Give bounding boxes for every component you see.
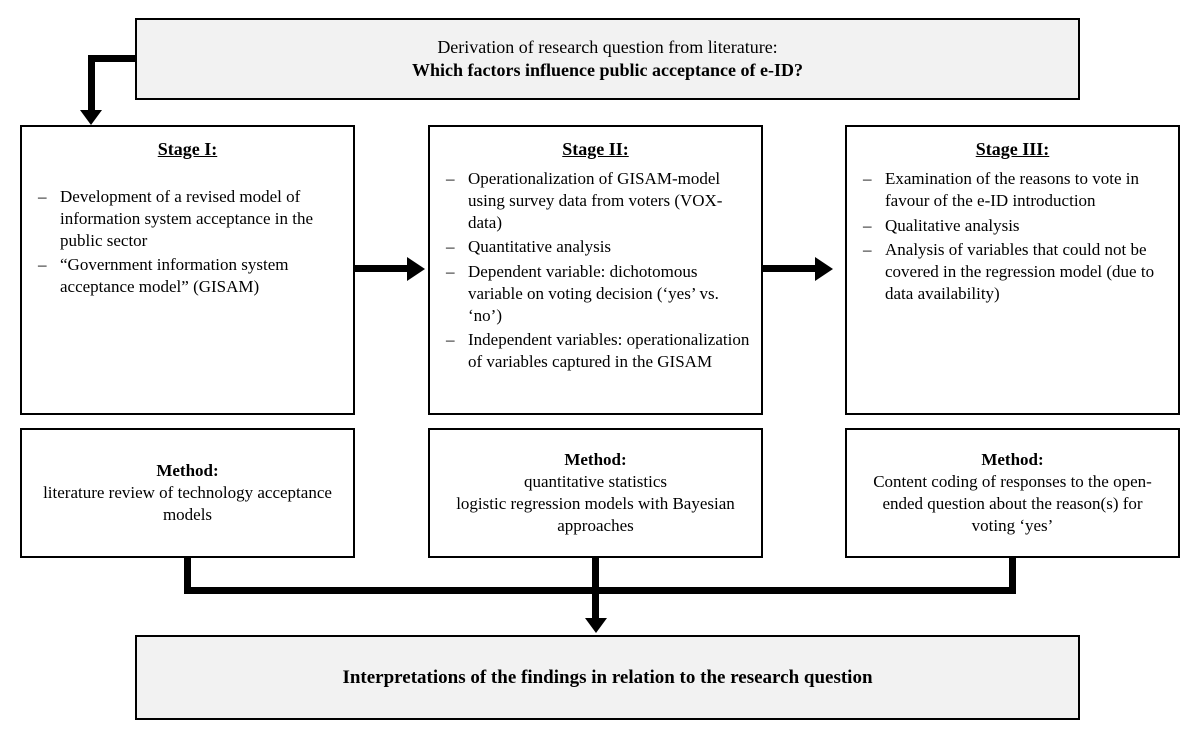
dash-marker: – xyxy=(446,330,455,350)
method2-text-line1: quantitative statistics xyxy=(523,471,668,491)
list-item: – Examination of the reasons to vote in … xyxy=(863,168,1168,212)
stage1-item-text: Development of a revised model of inform… xyxy=(60,187,314,250)
arrow-down-to-interpretation-head xyxy=(584,618,607,633)
dash-marker: – xyxy=(446,169,455,188)
method2-text-line2: logistic regression models with Bayesian… xyxy=(456,494,735,536)
interpretation-text: Interpretations of the findings in relat… xyxy=(342,666,873,688)
list-item: – Independent variables: operationalizat… xyxy=(446,329,751,373)
dash-marker: – xyxy=(863,240,872,260)
stage2-title: Stage II: xyxy=(562,139,629,159)
method2-label: Method: xyxy=(564,449,627,469)
stage1-items: – Development of a revised model of info… xyxy=(30,186,345,298)
stage2-item-text: Quantitative analysis xyxy=(468,237,612,257)
connector-horizontal-line xyxy=(184,587,1016,594)
list-item: – “Government information system accepta… xyxy=(38,254,343,298)
stage1-box: Stage I: – Development of a revised mode… xyxy=(20,125,355,415)
arrow-to-interpretation-line xyxy=(592,587,599,620)
method3-text: Content coding of responses to the open-… xyxy=(873,471,1152,536)
method2-box: Method: quantitative statistics logistic… xyxy=(428,428,763,558)
dash-marker: – xyxy=(446,262,455,281)
stage3-item-text: Examination of the reasons to vote in fa… xyxy=(885,169,1139,210)
dash-marker: – xyxy=(446,237,455,257)
method1-text: literature review of technology acceptan… xyxy=(43,482,332,525)
stage3-item-text: Qualitative analysis xyxy=(885,215,1020,235)
stage3-item-text: Analysis of variables that could not be … xyxy=(885,240,1155,303)
arrow-stage1-to-stage2-line xyxy=(355,265,407,272)
method1-label: Method: xyxy=(156,460,219,480)
list-item: – Qualitative analysis xyxy=(863,215,1168,237)
list-item: – Operationalization of GISAM-model usin… xyxy=(446,168,751,233)
stage2-item-text: Operationalization of GISAM-model using … xyxy=(468,169,723,232)
stage1-item-text: “Government information system acceptanc… xyxy=(60,255,289,296)
method3-box: Method: Content coding of responses to t… xyxy=(845,428,1180,558)
dash-marker: – xyxy=(38,255,47,275)
connector-stub-method3 xyxy=(1009,556,1016,594)
method3-label: Method: xyxy=(981,449,1044,469)
arrow-stage2-to-stage3-line xyxy=(763,265,815,272)
arrow-stage1-to-stage2-head xyxy=(407,256,425,281)
interpretation-box: Interpretations of the findings in relat… xyxy=(135,635,1080,720)
list-item: – Analysis of variables that could not b… xyxy=(863,239,1168,304)
list-item: – Dependent variable: dichotomous variab… xyxy=(446,261,751,326)
stage3-title: Stage III: xyxy=(975,139,1050,159)
stage3-items: – Examination of the reasons to vote in … xyxy=(855,168,1170,305)
connector-stub-method1 xyxy=(184,556,191,594)
connector-stub-method2 xyxy=(592,556,599,594)
research-question-text: Which factors influence public acceptanc… xyxy=(412,60,803,80)
arrow-top-horizontal-segment xyxy=(91,55,135,62)
list-item: – Quantitative analysis xyxy=(446,236,751,258)
research-question-intro: Derivation of research question from lit… xyxy=(437,37,778,57)
dash-marker: – xyxy=(863,169,872,188)
list-item: – Development of a revised model of info… xyxy=(38,186,343,251)
stage2-box: Stage II: – Operationalization of GISAM-… xyxy=(428,125,763,415)
arrow-down-to-stage1-head xyxy=(80,110,102,125)
stage3-box: Stage III: – Examination of the reasons … xyxy=(845,125,1180,415)
dash-marker: – xyxy=(38,187,47,206)
stage1-title: Stage I: xyxy=(157,139,218,159)
research-question-box: Derivation of research question from lit… xyxy=(135,18,1080,100)
dash-marker: – xyxy=(863,215,872,235)
stage2-item-text: Dependent variable: dichotomous variable… xyxy=(468,262,719,325)
stage2-item-text: Independent variables: operationalizatio… xyxy=(468,330,750,371)
stage2-items: – Operationalization of GISAM-model usin… xyxy=(438,168,753,373)
method1-box: Method: literature review of technology … xyxy=(20,428,355,558)
arrow-top-vertical-segment xyxy=(88,55,95,112)
arrow-stage2-to-stage3-head xyxy=(815,256,833,281)
